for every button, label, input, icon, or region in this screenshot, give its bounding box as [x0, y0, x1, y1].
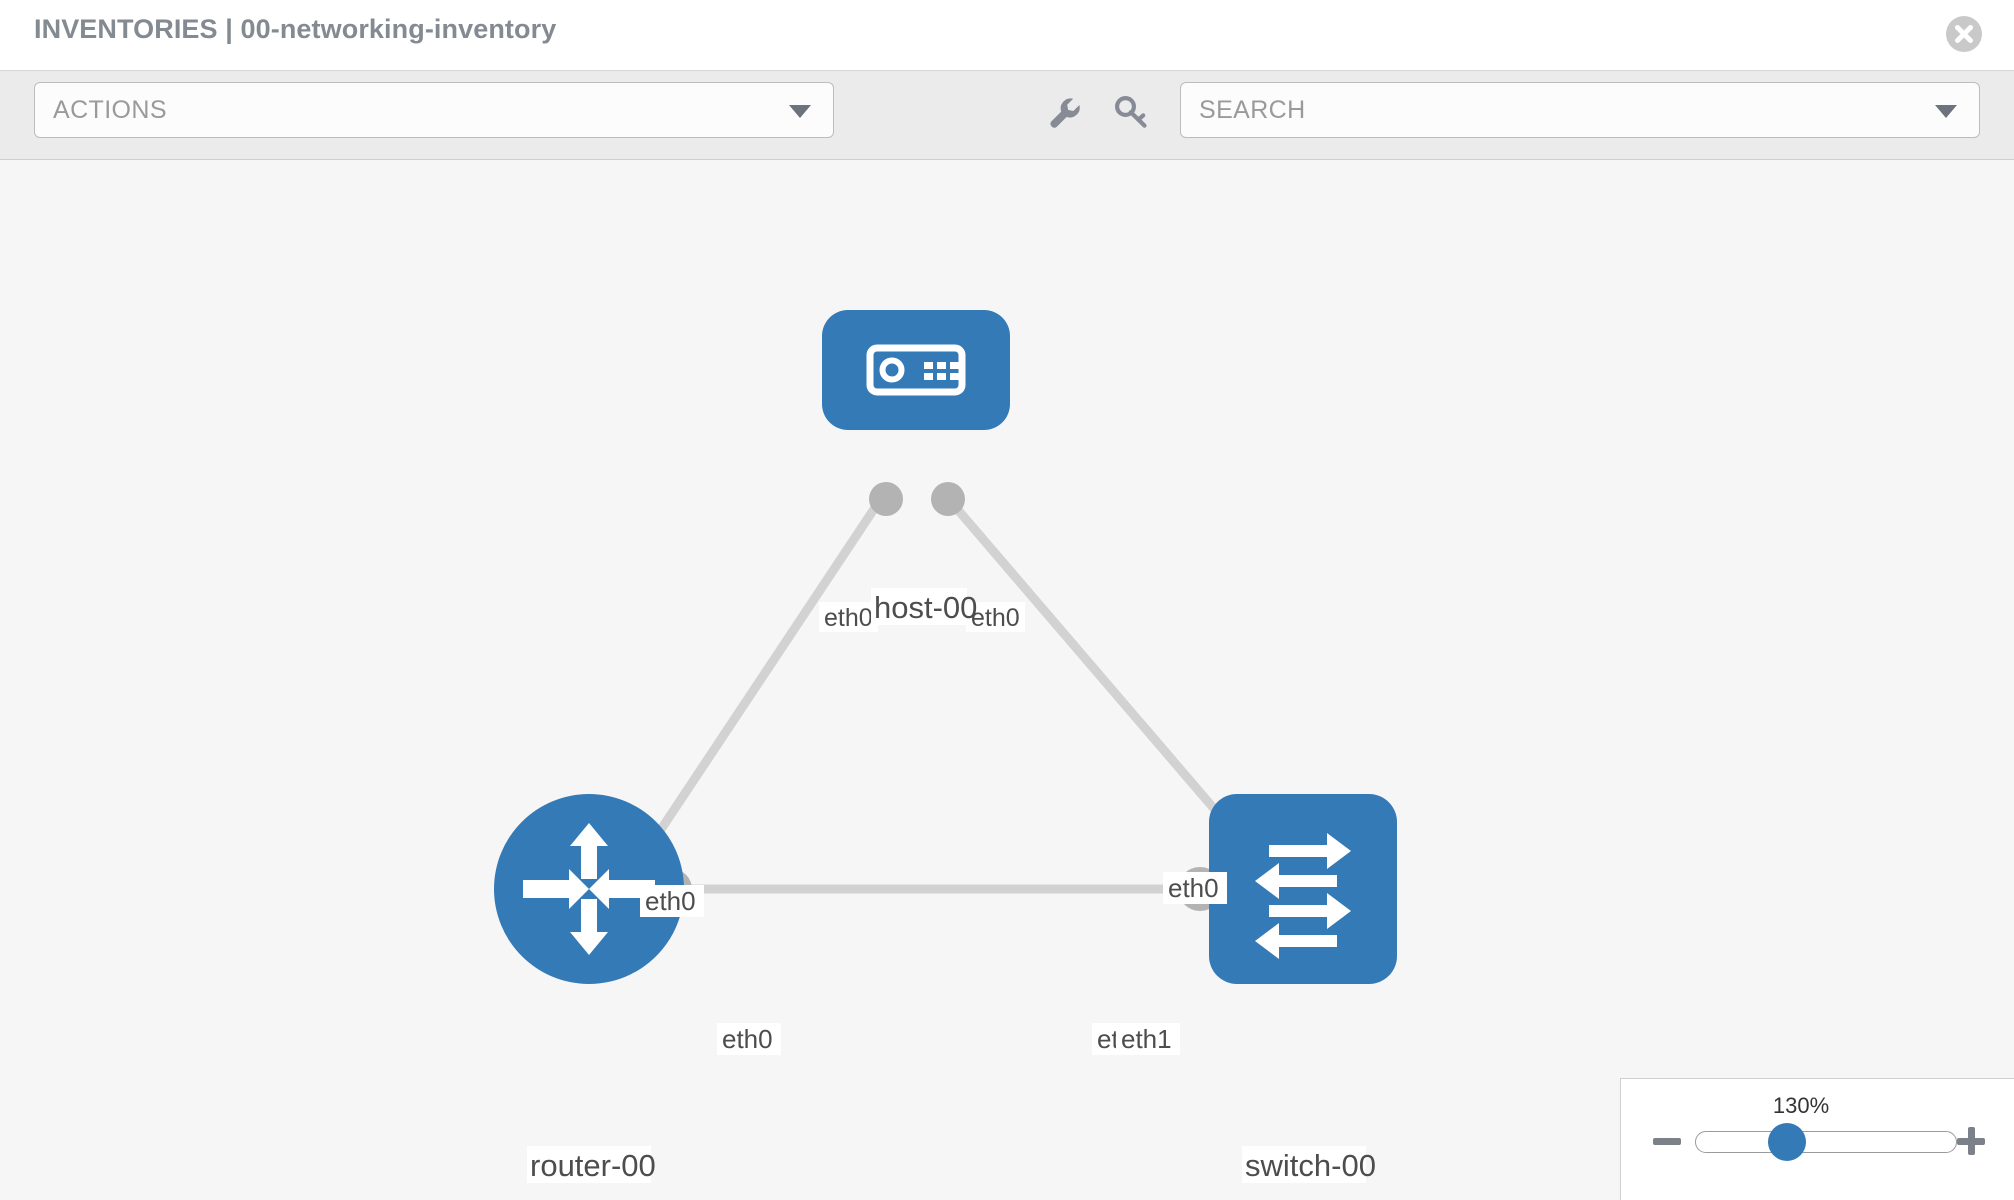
- topology-ports: [652, 482, 1260, 911]
- node-label-text: router-00: [530, 1148, 656, 1183]
- node-label-host: host-00: [871, 588, 977, 625]
- iface-label-host-left: eth0: [819, 602, 878, 632]
- node-switch-00[interactable]: [1209, 794, 1397, 984]
- interface-labels: eth0 eth0 eth0 eth0 eth0: [640, 602, 1227, 1055]
- link-host-router[interactable]: [636, 500, 882, 864]
- link-host-switch[interactable]: [948, 500, 1244, 842]
- iface-label-router-right: eth0: [717, 1023, 781, 1055]
- key-icon[interactable]: [1110, 92, 1152, 134]
- zoom-in-button[interactable]: [1953, 1123, 1989, 1159]
- wrench-icon[interactable]: [1043, 92, 1085, 134]
- breadcrumb: INVENTORIES | 00-networking-inventory: [34, 14, 557, 44]
- close-circle-icon: [1946, 16, 1982, 52]
- zoom-out-button[interactable]: [1649, 1123, 1685, 1159]
- iface-label-host-right: eth0: [966, 602, 1025, 632]
- port-host-right[interactable]: [931, 482, 965, 516]
- iface-label-text: eth0: [824, 604, 873, 632]
- zoom-control-panel: 130%: [1620, 1078, 2014, 1200]
- close-icon[interactable]: [1942, 12, 1986, 56]
- iface-label-text: eth0: [1168, 873, 1219, 903]
- topology-canvas[interactable]: eth0 eth0 eth0 eth0 eth0: [0, 161, 2014, 1200]
- node-router-00[interactable]: [494, 794, 684, 984]
- port-host-left[interactable]: [869, 482, 903, 516]
- iface-label-router-upper: eth0: [640, 885, 704, 917]
- iface-label-text: eth0: [645, 886, 696, 916]
- chevron-down-icon: [789, 105, 811, 118]
- chevron-down-icon: [1935, 105, 1957, 118]
- iface-label-text: eth0: [722, 1024, 773, 1054]
- zoom-slider-knob[interactable]: [1768, 1123, 1806, 1161]
- topology-links: [636, 500, 1244, 894]
- actions-dropdown-label: ACTIONS: [53, 96, 167, 124]
- iface-label-switch-left-eth1: eth1: [1116, 1023, 1180, 1055]
- node-label-text: switch-00: [1245, 1148, 1376, 1183]
- wrench-glyph: [1050, 98, 1080, 128]
- node-label-switch: switch-00: [1242, 1146, 1376, 1183]
- iface-label-switch-upper: eth0: [1163, 872, 1227, 904]
- minus-icon: [1653, 1138, 1681, 1145]
- topology-svg: eth0 eth0 eth0 eth0 eth0: [494, 310, 1397, 1183]
- iface-label-text: eth1: [1121, 1024, 1172, 1054]
- node-host-00[interactable]: [822, 310, 1010, 430]
- host-node-shape: [822, 310, 1010, 430]
- node-labels: host-00 router-00 switch-00: [527, 588, 1376, 1183]
- search-input[interactable]: SEARCH: [1180, 82, 1980, 138]
- plus-icon: [1957, 1127, 1985, 1155]
- iface-label-text: eth0: [971, 604, 1020, 632]
- switch-node-shape: [1209, 794, 1397, 984]
- search-placeholder: SEARCH: [1199, 96, 1306, 124]
- zoom-slider-track[interactable]: [1695, 1131, 1957, 1153]
- actions-dropdown[interactable]: ACTIONS: [34, 82, 834, 138]
- node-label-router: router-00: [527, 1146, 656, 1183]
- page-header: INVENTORIES | 00-networking-inventory: [0, 0, 2014, 71]
- zoom-percent-label: 130%: [1772, 1093, 1830, 1118]
- key-glyph: [1115, 96, 1147, 128]
- node-label-text: host-00: [874, 590, 977, 625]
